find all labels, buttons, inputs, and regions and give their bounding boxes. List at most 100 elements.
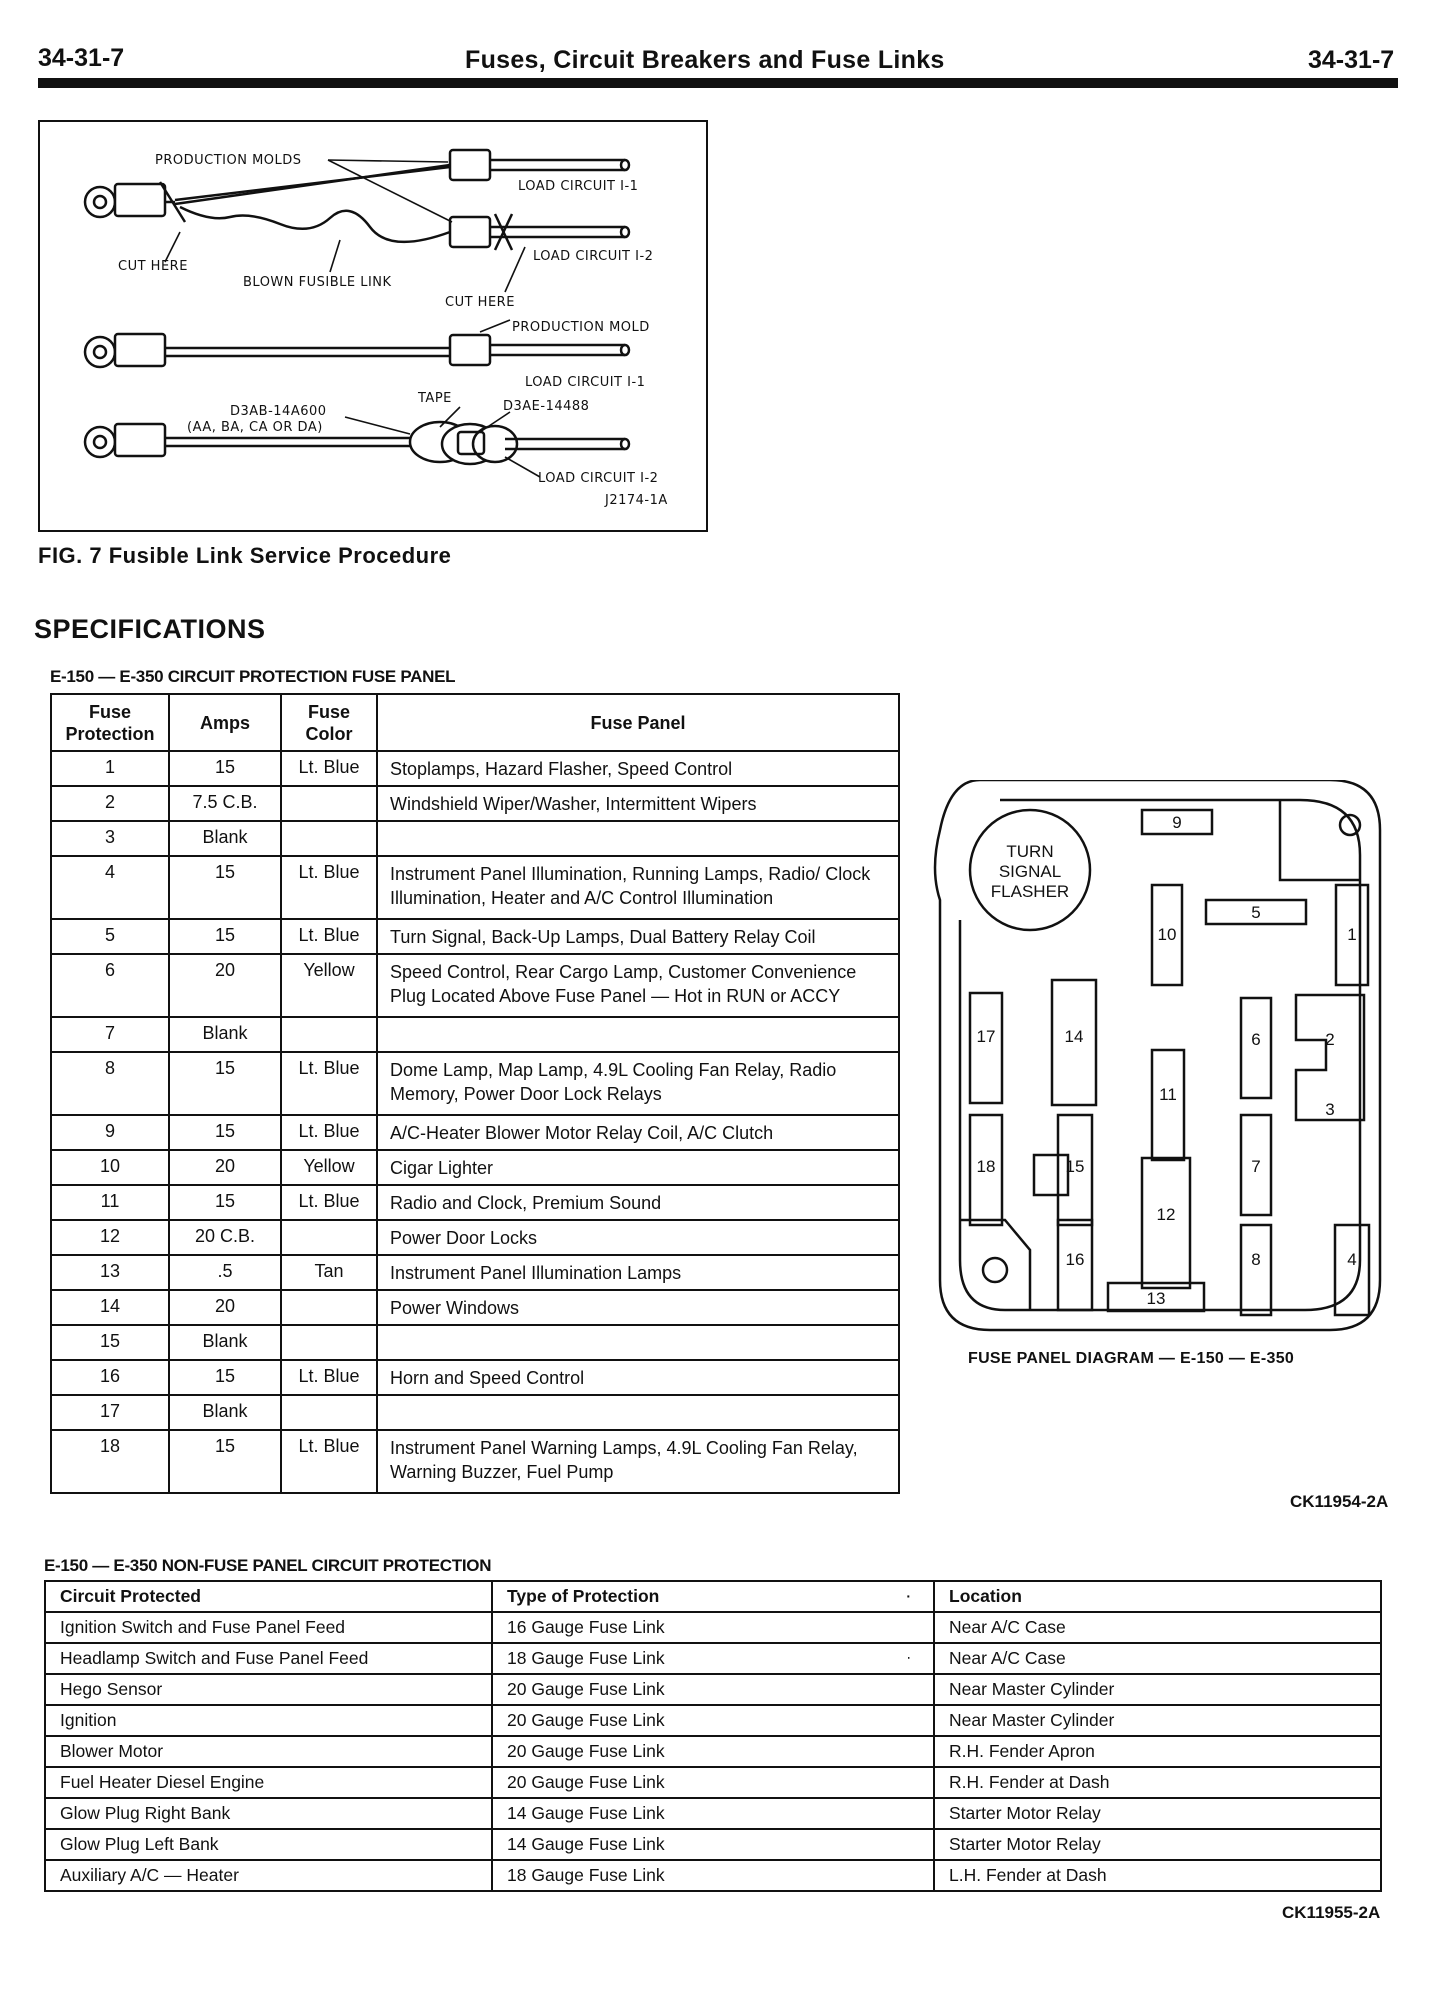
location-cell: Near A/C Case xyxy=(933,1642,1382,1675)
fuse-number: 4 xyxy=(50,855,170,920)
fuse-number: 2 xyxy=(50,785,170,822)
fuse-color: Lt. Blue xyxy=(280,750,378,787)
circuit-protected-cell: Fuel Heater Diesel Engine xyxy=(44,1766,493,1799)
fuse-amps: 20 xyxy=(168,1149,282,1186)
fuse-amps: 15 xyxy=(168,1051,282,1116)
location-cell: Starter Motor Relay xyxy=(933,1797,1382,1830)
fuse-number: 7 xyxy=(50,1016,170,1053)
fuse-amps: 15 xyxy=(168,750,282,787)
figure-code: J2174-1A xyxy=(604,493,668,508)
type-of-protection-cell: 18 Gauge Fuse Link xyxy=(491,1859,935,1892)
specifications-heading: SPECIFICATIONS xyxy=(34,614,266,644)
fuse-circuits: Turn Signal, Back-Up Lamps, Dual Battery… xyxy=(376,918,900,955)
fuse-amps: Blank xyxy=(168,1324,282,1361)
fuse-number: 1 xyxy=(50,750,170,787)
slot-7: 7 xyxy=(1251,1157,1260,1176)
fusible-link-illustration: PRODUCTION MOLDS LOAD CIRCUIT I-1 LOAD C… xyxy=(83,148,668,508)
fuse-number: 11 xyxy=(50,1184,170,1221)
circuit-protected-cell: Glow Plug Left Bank xyxy=(44,1828,493,1861)
fuse-color: Lt. Blue xyxy=(280,1359,378,1396)
type-of-protection-cell: 20 Gauge Fuse Link xyxy=(491,1673,935,1706)
fuse-circuits xyxy=(376,1394,900,1431)
circuit-protected-cell: Hego Sensor xyxy=(44,1673,493,1706)
slot-10: 10 xyxy=(1158,925,1177,944)
fuse-amps: Blank xyxy=(168,1016,282,1053)
fuse-circuits: Power Windows xyxy=(376,1289,900,1326)
fuse-circuits xyxy=(376,820,900,857)
header-circuit-protected: Circuit Protected xyxy=(44,1580,493,1613)
type-of-protection-cell: 14 Gauge Fuse Link xyxy=(491,1828,935,1861)
fuse-number: 5 xyxy=(50,918,170,955)
fuse-amps: 15 xyxy=(168,1184,282,1221)
location-cell: Near Master Cylinder xyxy=(933,1673,1382,1706)
header-rule xyxy=(38,78,1398,88)
fuse-circuits: Instrument Panel Illumination Lamps xyxy=(376,1254,900,1291)
header-amps: Amps xyxy=(168,693,282,752)
fuse-circuits: Dome Lamp, Map Lamp, 4.9L Cooling Fan Re… xyxy=(376,1051,900,1116)
flasher-label-line2: SIGNAL xyxy=(999,862,1061,881)
fuse-color: Lt. Blue xyxy=(280,1429,378,1494)
circuit-protected-cell: Auxiliary A/C — Heater xyxy=(44,1859,493,1892)
fuse-number: 15 xyxy=(50,1324,170,1361)
fuse-circuits: A/C-Heater Blower Motor Relay Coil, A/C … xyxy=(376,1114,900,1151)
label-cut-here-right: CUT HERE xyxy=(445,295,515,310)
fuse-table-title: E-150 — E-350 CIRCUIT PROTECTION FUSE PA… xyxy=(50,667,456,686)
fuse-amps: 15 xyxy=(168,855,282,920)
slot-12: 12 xyxy=(1157,1205,1176,1224)
fuse-number: 18 xyxy=(50,1429,170,1494)
slot-13: 13 xyxy=(1147,1289,1166,1308)
label-part-d3ae: D3AE-14488 xyxy=(503,399,589,414)
fuse-circuits xyxy=(376,1324,900,1361)
type-of-protection-cell: 20 Gauge Fuse Link xyxy=(491,1735,935,1768)
slot-14: 14 xyxy=(1065,1027,1084,1046)
slot-17: 17 xyxy=(977,1027,996,1046)
fuse-circuits: Instrument Panel Illumination, Running L… xyxy=(376,855,900,920)
fuse-circuits: Stoplamps, Hazard Flasher, Speed Control xyxy=(376,750,900,787)
type-of-protection-cell: 20 Gauge Fuse Link xyxy=(491,1704,935,1737)
fuse-color: Lt. Blue xyxy=(280,855,378,920)
page-title: Fuses, Circuit Breakers and Fuse Links xyxy=(465,46,945,74)
fuse-circuits: Windshield Wiper/Washer, Intermittent Wi… xyxy=(376,785,900,822)
figure-code-1: CK11954-2A xyxy=(1290,1492,1389,1511)
slot-9: 9 xyxy=(1172,813,1181,832)
fuse-number: 6 xyxy=(50,953,170,1018)
fuse-diagram-caption: FUSE PANEL DIAGRAM — E-150 — E-350 xyxy=(968,1350,1295,1367)
nonfuse-table-title: E-150 — E-350 NON-FUSE PANEL CIRCUIT PRO… xyxy=(44,1556,492,1575)
fuse-amps: 15 xyxy=(168,1359,282,1396)
fuse-number: 13 xyxy=(50,1254,170,1291)
label-load-circuit-1-2-b: LOAD CIRCUIT I-2 xyxy=(538,471,658,486)
fuse-amps: 15 xyxy=(168,918,282,955)
slot-18: 18 xyxy=(977,1157,996,1176)
location-cell: R.H. Fender at Dash xyxy=(933,1766,1382,1799)
slot-15: 15 xyxy=(1066,1157,1085,1176)
fuse-number: 8 xyxy=(50,1051,170,1116)
fuse-color: Lt. Blue xyxy=(280,1051,378,1116)
fuse-color: Yellow xyxy=(280,953,378,1018)
fuse-amps: 7.5 C.B. xyxy=(168,785,282,822)
fuse-color xyxy=(280,1324,378,1361)
fuse-amps: .5 xyxy=(168,1254,282,1291)
type-of-protection-cell: 20 Gauge Fuse Link xyxy=(491,1766,935,1799)
fuse-color xyxy=(280,1016,378,1053)
fuse-amps: Blank xyxy=(168,820,282,857)
fuse-color xyxy=(280,1289,378,1326)
fuse-number: 3 xyxy=(50,820,170,857)
figure-fusible-link: PRODUCTION MOLDS LOAD CIRCUIT I-1 LOAD C… xyxy=(38,120,708,532)
label-load-circuit-1-1-a: LOAD CIRCUIT I-1 xyxy=(518,179,638,194)
type-of-protection-cell: 16 Gauge Fuse Link xyxy=(491,1611,935,1644)
